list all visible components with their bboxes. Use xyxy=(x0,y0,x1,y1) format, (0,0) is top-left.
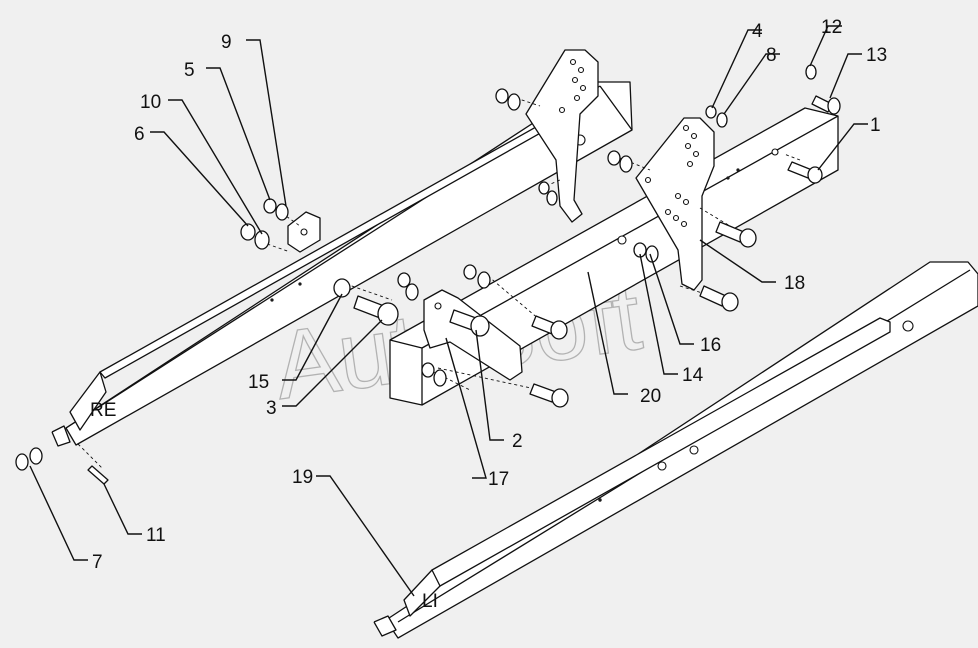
cross-beam-20 xyxy=(389,107,839,406)
callout-4: 4 xyxy=(752,21,763,42)
bolt-20-b xyxy=(529,383,569,408)
nut-washer-upper-rear xyxy=(495,88,521,111)
callout-labels: 9 5 10 6 4 8 12 13 1 18 16 14 20 2 17 15… xyxy=(92,17,887,573)
small-bracket-front xyxy=(287,211,321,253)
centre-bracket-17 xyxy=(423,289,523,381)
callout-15: 15 xyxy=(248,372,269,393)
nut-washer-lower-left xyxy=(421,362,447,387)
callout-16: 16 xyxy=(700,335,721,356)
callout-2: 2 xyxy=(512,431,523,452)
bolt-20-a xyxy=(531,315,568,340)
callout-11: 11 xyxy=(146,525,166,546)
callout-20: 20 xyxy=(640,386,661,407)
callout-6: 6 xyxy=(134,124,145,145)
callout-1: 1 xyxy=(870,115,881,136)
callout-18: 18 xyxy=(784,273,805,294)
bolt-18-b xyxy=(699,285,739,312)
callout-7: 7 xyxy=(92,552,103,573)
bolt-18-a xyxy=(715,221,757,248)
nut-washer-mid-lower xyxy=(463,264,491,289)
right-arm-re xyxy=(51,81,633,447)
callout-3: 3 xyxy=(266,398,277,419)
nut-washer-4-8 xyxy=(705,105,728,128)
side-label-left: LI xyxy=(422,591,438,612)
leader-lines xyxy=(29,25,868,597)
callout-10: 10 xyxy=(140,92,161,113)
callout-12: 12 xyxy=(821,17,842,38)
nut-15 xyxy=(333,278,351,298)
washers-7 xyxy=(15,447,43,471)
left-arm-li xyxy=(373,261,978,639)
pin-11 xyxy=(87,465,109,485)
upper-bracket-rear xyxy=(525,49,599,223)
callout-14: 14 xyxy=(682,365,704,386)
clip-pin-12-13 xyxy=(805,64,841,115)
nut-washer-5-9 xyxy=(263,198,289,221)
callout-8: 8 xyxy=(766,45,777,66)
nut-washer-centre xyxy=(397,272,419,301)
nut-washer-bracket-foot xyxy=(538,181,558,206)
mounting-plate-18 xyxy=(635,117,715,291)
callout-9: 9 xyxy=(221,32,232,53)
nut-washer-mid xyxy=(607,150,633,173)
callout-19: 19 xyxy=(292,467,313,488)
callout-17: 17 xyxy=(488,469,509,490)
callout-5: 5 xyxy=(184,60,195,81)
nut-washer-6-10 xyxy=(240,223,270,250)
bolt-1 xyxy=(787,161,823,184)
side-label-right: RE xyxy=(90,400,116,421)
bolt-3 xyxy=(353,295,399,326)
callout-13: 13 xyxy=(866,45,887,66)
